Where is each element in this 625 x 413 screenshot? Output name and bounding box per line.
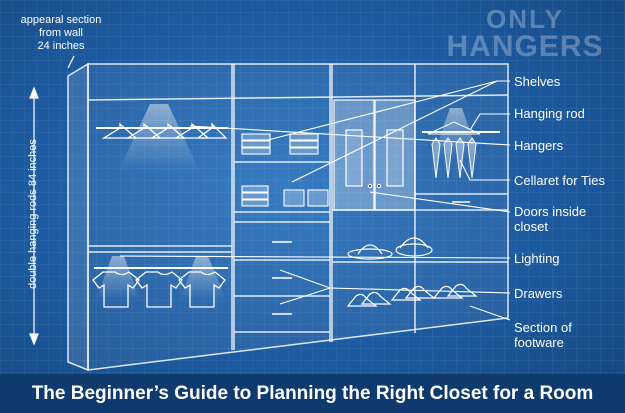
logo-line2: HANGERS — [446, 30, 604, 63]
label-cellaret: Cellaret for Ties — [514, 173, 606, 188]
closet-doors — [333, 99, 416, 211]
upper-hangers — [101, 122, 228, 139]
folded-clothes — [241, 133, 329, 207]
hanging-rods — [94, 127, 500, 269]
label-shelves: Shelves — [514, 74, 561, 89]
label-hanging-rod: Hanging rod — [514, 106, 585, 121]
label-doors: Doors inside closet — [514, 204, 586, 234]
label-doors-line1: Doors inside — [514, 204, 587, 219]
shirts — [92, 271, 226, 308]
label-footwear-line1: Section of — [514, 320, 572, 335]
label-lighting: Lighting — [514, 251, 560, 266]
shoes — [346, 283, 478, 307]
wall-note-line: 24 inches — [37, 40, 85, 52]
label-hangers: Hangers — [514, 138, 564, 153]
height-arrow — [29, 86, 39, 346]
drawer-handles — [272, 201, 470, 315]
wall-arrow — [67, 55, 75, 69]
wall-note-line: appearal section — [20, 14, 102, 26]
hats — [347, 237, 433, 260]
page-title: The Beginner’s Guide to Planning the Rig… — [0, 374, 625, 413]
callout-lines — [119, 80, 511, 321]
wall-note-line: from wall — [38, 27, 83, 39]
label-footwear: Section of footware — [514, 320, 572, 350]
label-doors-line2: closet — [514, 219, 548, 234]
brand-logo: ONLY HANGERS — [430, 6, 620, 62]
closet-frame — [67, 62, 509, 372]
height-note: double hanging rods 84 inches — [27, 139, 39, 289]
logo-line1: ONLY — [486, 4, 564, 34]
wall-depth-note: appearal section from wall 24 inches — [6, 14, 116, 53]
label-footwear-line2: footware — [514, 335, 564, 350]
label-drawers: Drawers — [514, 286, 563, 301]
